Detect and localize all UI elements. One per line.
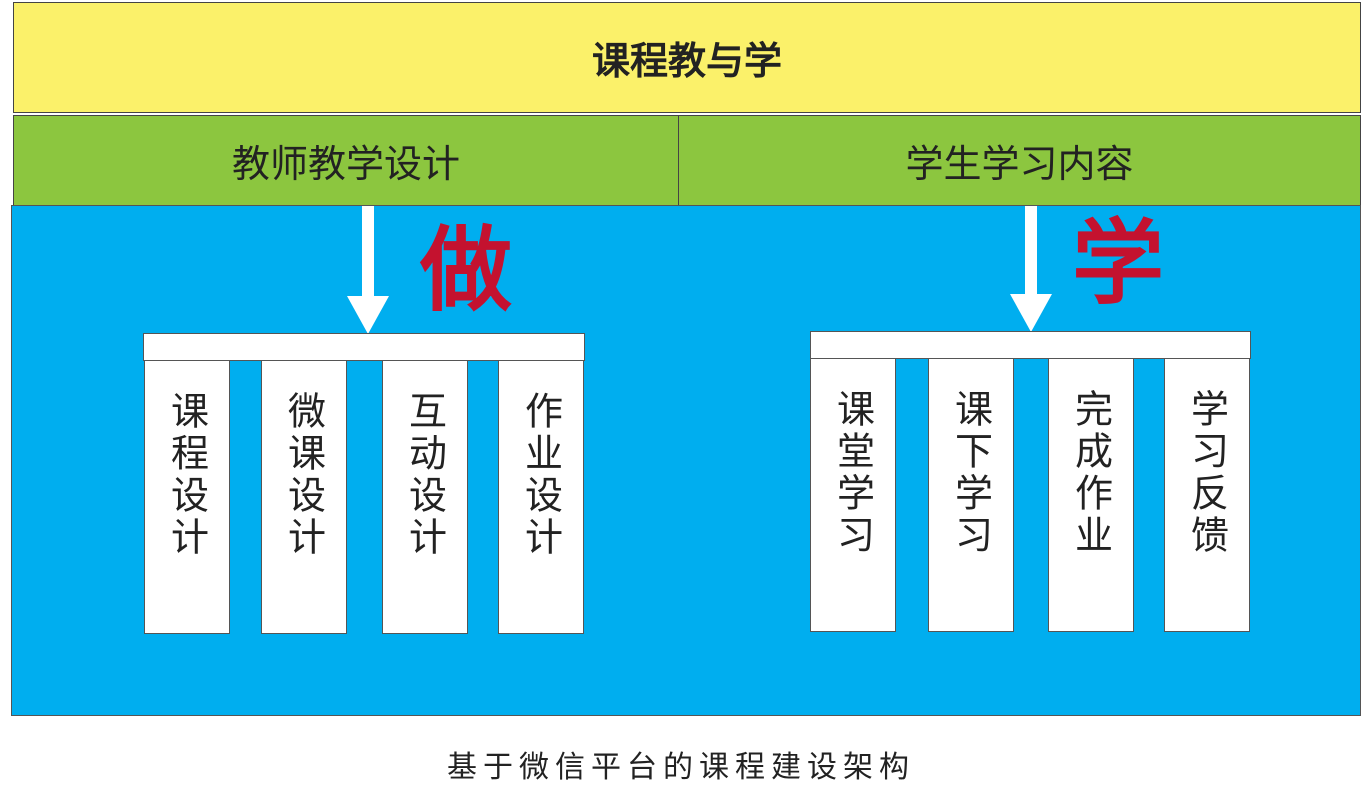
right-down-arrow-icon xyxy=(1010,206,1052,332)
learn-character: 学 xyxy=(1072,210,1165,317)
diagram-body xyxy=(11,205,1361,716)
left-group-bar xyxy=(143,333,585,361)
left-item-1: 课程设计 xyxy=(144,360,230,634)
left-down-arrow-icon xyxy=(347,206,389,334)
left-item-3-label: 互动设计 xyxy=(402,391,447,559)
diagram-title: 课程教与学 xyxy=(591,39,782,83)
right-item-1-label: 课堂学习 xyxy=(830,389,875,557)
right-item-4: 学习反馈 xyxy=(1164,358,1250,632)
right-item-2: 课下学习 xyxy=(928,358,1014,632)
right-item-4-label: 学习反馈 xyxy=(1184,389,1229,557)
left-item-2-label: 微课设计 xyxy=(281,391,326,559)
right-item-3-label: 完成作业 xyxy=(1068,389,1113,557)
left-item-4: 作业设计 xyxy=(498,360,584,634)
right-item-2-label: 课下学习 xyxy=(948,389,993,557)
student-content-header: 学生学习内容 xyxy=(678,115,1361,206)
right-group-bar xyxy=(810,331,1251,359)
left-item-1-label: 课程设计 xyxy=(164,391,209,559)
teacher-design-label: 教师教学设计 xyxy=(231,142,460,186)
figure-caption: 基于微信平台的课程建设架构 xyxy=(447,750,915,785)
right-item-3: 完成作业 xyxy=(1048,358,1134,632)
left-item-2: 微课设计 xyxy=(261,360,347,634)
right-item-1: 课堂学习 xyxy=(810,358,896,632)
diagram-title-bar: 课程教与学 xyxy=(13,2,1361,113)
do-character: 做 xyxy=(420,217,513,324)
left-item-4-label: 作业设计 xyxy=(518,391,563,559)
teacher-design-header: 教师教学设计 xyxy=(13,115,679,206)
student-content-label: 学生学习内容 xyxy=(905,142,1134,186)
left-item-3: 互动设计 xyxy=(382,360,468,634)
